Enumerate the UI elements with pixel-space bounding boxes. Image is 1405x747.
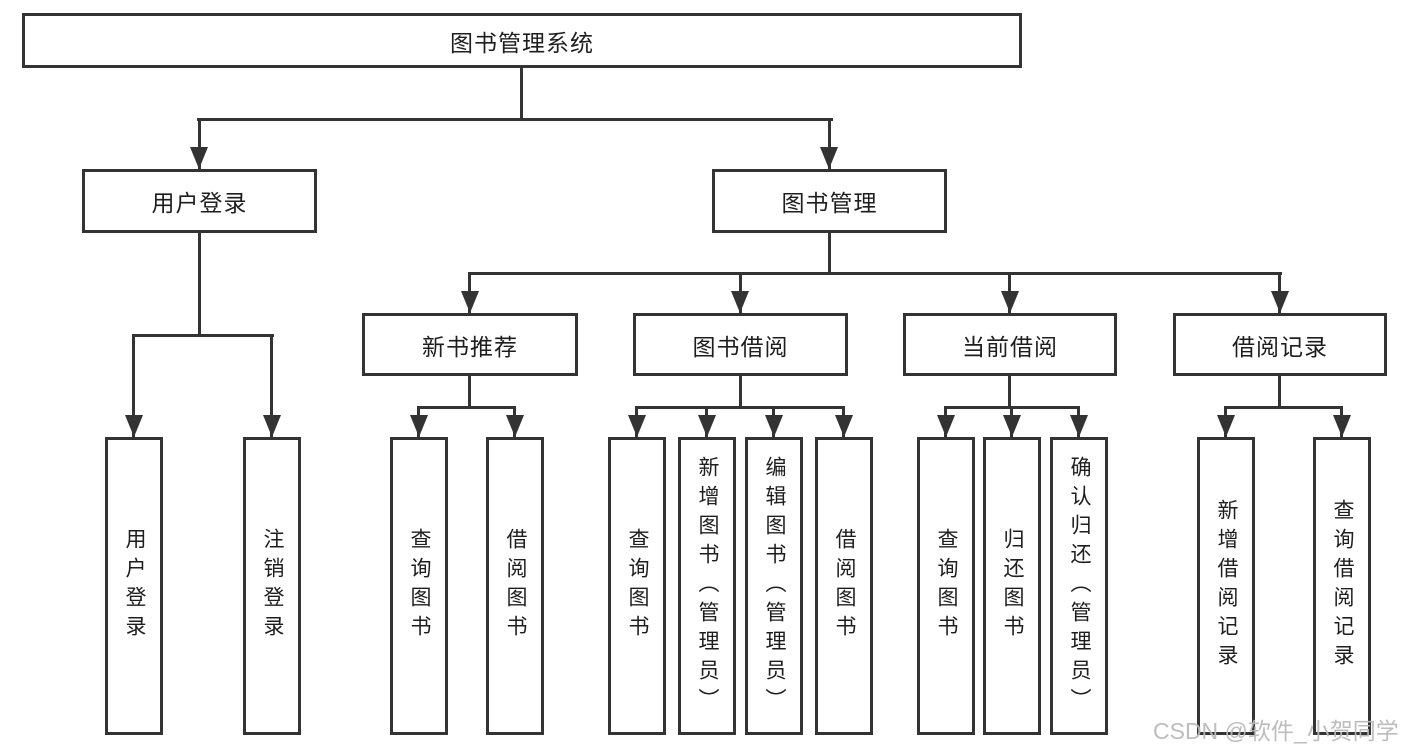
connector-group-stub: [739, 376, 742, 409]
leaf-label: 查询图书: [626, 528, 649, 644]
leaf-borrow-edit-admin: 编辑图书（管理员）: [745, 437, 803, 735]
node-root: 图书管理系统: [22, 13, 1022, 68]
arrow-down-icon: [835, 415, 853, 437]
arrow-down-icon: [698, 415, 716, 437]
leaf-records-add: 新增借阅记录: [1197, 437, 1255, 735]
connector-groupD-rail: [1225, 406, 1343, 409]
node-book-mgmt-label: 图书管理: [781, 190, 878, 216]
leaf-label: 注销登录: [261, 528, 284, 644]
leaf-current-confirm-admin: 确认归还（管理员）: [1050, 437, 1108, 735]
arrow-down-icon: [937, 415, 955, 437]
connector-level3-rail: [469, 272, 1282, 275]
connector-groupB-rail: [636, 406, 845, 409]
connector-to-leaf: [270, 334, 273, 437]
leaf-current-return: 归还图书: [983, 437, 1041, 735]
connector-group-stub: [1008, 376, 1011, 409]
arrow-down-icon: [1333, 415, 1351, 437]
leaf-label: 查询借阅记录: [1331, 499, 1354, 673]
node-current-borrow-label: 当前借阅: [962, 333, 1058, 360]
arrow-down-icon: [190, 147, 208, 169]
connector-group-stub: [1278, 376, 1281, 409]
arrow-down-icon: [1271, 291, 1289, 313]
watermark: CSDN @软件_小贺同学: [1153, 718, 1399, 744]
leaf-newbook-query: 查询图书: [390, 437, 448, 735]
arrow-down-icon: [1003, 415, 1021, 437]
node-new-book-rec-label: 新书推荐: [422, 333, 518, 360]
node-root-label: 图书管理系统: [450, 29, 594, 56]
connector-user-stub: [198, 233, 201, 337]
arrow-down-icon: [410, 415, 428, 437]
leaf-user-login: 用户登录: [105, 437, 163, 735]
connector-user-rail: [133, 334, 274, 337]
connector-mgmt-stub: [828, 233, 831, 275]
leaf-label: 新增图书（管理员）: [696, 455, 719, 717]
node-borrow-records-label: 借阅记录: [1232, 333, 1328, 360]
leaf-label: 借阅图书: [833, 528, 856, 644]
arrow-down-icon: [765, 415, 783, 437]
leaf-label: 新增借阅记录: [1215, 499, 1238, 673]
connector-group-stub: [468, 376, 471, 409]
leaf-borrow-query: 查询图书: [608, 437, 666, 735]
leaf-label: 查询图书: [408, 528, 431, 644]
arrow-down-icon: [1217, 415, 1235, 437]
leaf-newbook-borrow: 借阅图书: [486, 437, 544, 735]
node-book-borrow: 图书借阅: [633, 313, 848, 376]
node-book-mgmt: 图书管理: [712, 169, 947, 233]
arrow-down-icon: [263, 415, 281, 437]
node-user-login-label: 用户登录: [151, 190, 248, 216]
connector-level2-rail: [197, 118, 833, 121]
arrow-down-icon: [628, 415, 646, 437]
leaf-label: 编辑图书（管理员）: [763, 455, 786, 717]
leaf-borrow-borrow: 借阅图书: [815, 437, 873, 735]
leaf-label: 查询图书: [935, 528, 958, 644]
arrow-down-icon: [731, 291, 749, 313]
connector-groupA-rail: [418, 406, 516, 409]
arrow-down-icon: [125, 415, 143, 437]
arrow-down-icon: [1001, 291, 1019, 313]
node-new-book-rec: 新书推荐: [362, 313, 578, 376]
leaf-label: 确认归还（管理员）: [1068, 455, 1091, 717]
node-borrow-records: 借阅记录: [1173, 313, 1387, 376]
leaf-label: 归还图书: [1001, 528, 1024, 644]
leaf-borrow-add-admin: 新增图书（管理员）: [678, 437, 736, 735]
leaf-current-query: 查询图书: [917, 437, 975, 735]
arrow-down-icon: [820, 147, 838, 169]
connector-to-user-login: [198, 118, 201, 169]
node-book-borrow-label: 图书借阅: [692, 333, 789, 360]
leaf-records-query: 查询借阅记录: [1313, 437, 1371, 735]
connector-to-book-mgmt: [828, 118, 831, 169]
arrow-down-icon: [461, 291, 479, 313]
leaf-logout: 注销登录: [243, 437, 301, 735]
node-current-borrow: 当前借阅: [903, 313, 1117, 376]
arrow-down-icon: [1070, 415, 1088, 437]
arrow-down-icon: [506, 415, 524, 437]
node-user-login: 用户登录: [82, 169, 317, 233]
connector-to-leaf: [132, 334, 135, 437]
leaf-label: 用户登录: [123, 528, 146, 644]
connector-root-stub: [520, 66, 523, 120]
leaf-label: 借阅图书: [504, 528, 527, 644]
